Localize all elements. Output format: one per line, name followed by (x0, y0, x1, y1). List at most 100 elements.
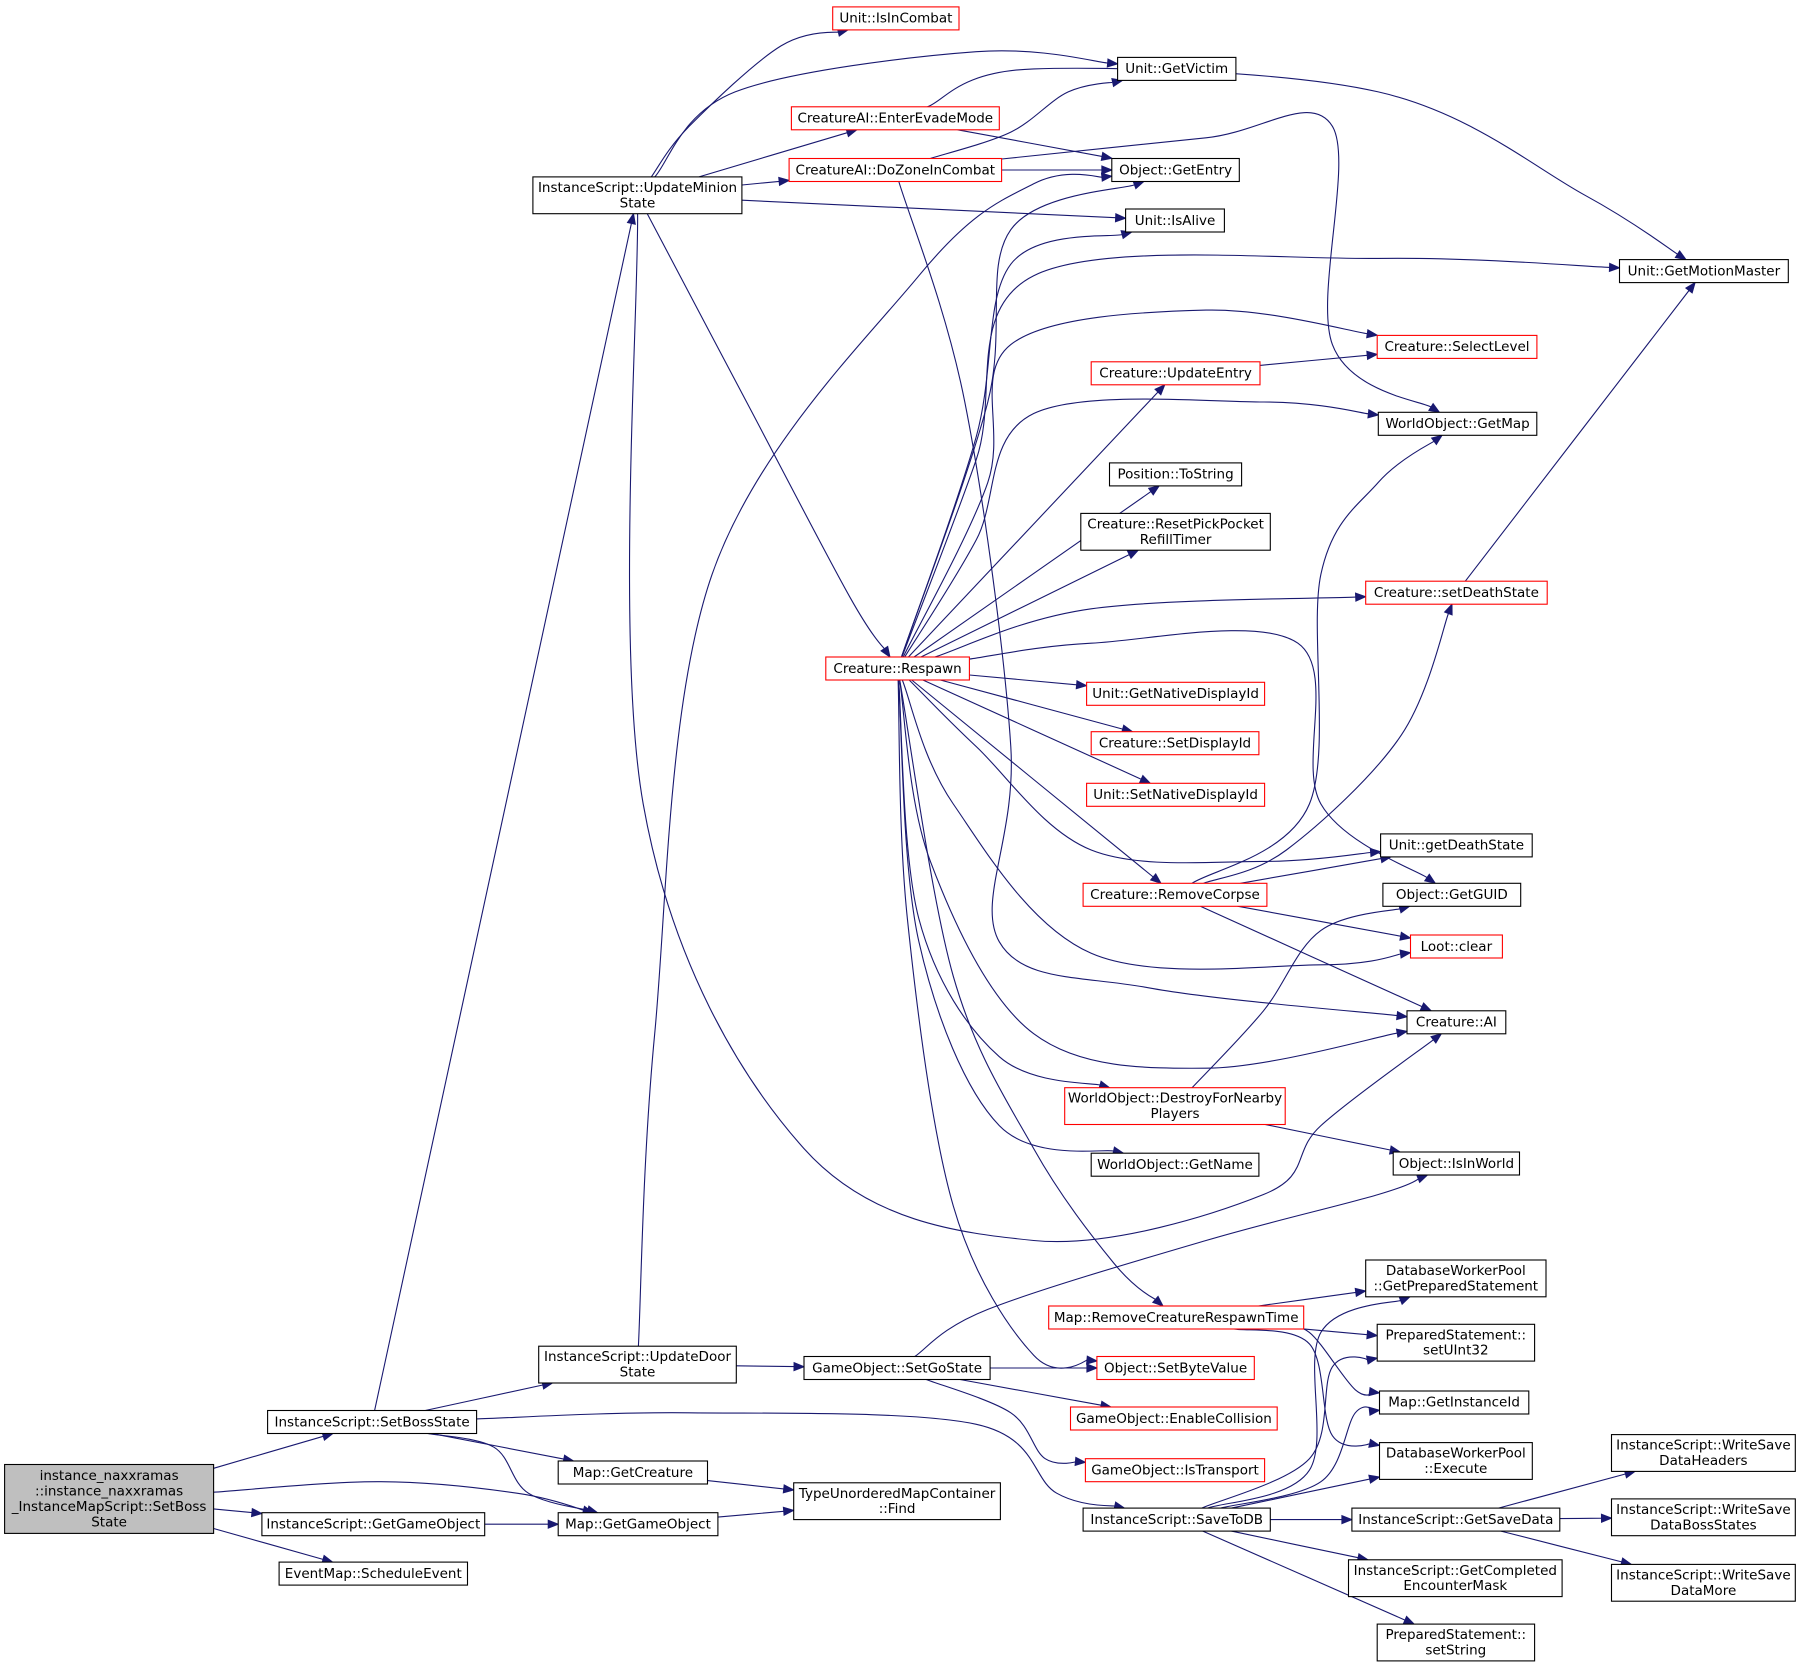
edge-saveToDB-to-getInstanceId (1220, 1406, 1381, 1509)
node-box (1610, 1434, 1796, 1472)
edge-line (899, 679, 1398, 1069)
edge-line (1231, 1530, 1359, 1559)
edge-setBossState-to-mapGetCreature (431, 1432, 575, 1464)
arrowhead-icon (793, 1361, 806, 1372)
node-getVictim[interactable]: Unit::GetVictim (1117, 56, 1237, 81)
node-setBossState[interactable]: InstanceScript::SetBossState (267, 1409, 478, 1435)
node-isAlive[interactable]: Unit::IsAlive (1125, 208, 1225, 233)
edge-saveToDB-to-execute (1231, 1474, 1381, 1509)
node-label: Loot::clear (1421, 939, 1493, 955)
edge-line (969, 674, 1077, 686)
edge-line (1303, 1328, 1368, 1336)
node-setDisplayId[interactable]: Creature::SetDisplayId (1090, 731, 1260, 756)
node-setNativeDisplayId[interactable]: Unit::SetNativeDisplayId (1086, 782, 1266, 807)
node-removeRespawnTime[interactable]: Map::RemoveCreatureRespawnTime (1048, 1305, 1305, 1330)
edge-line (920, 554, 1130, 658)
node-label: Creature::AI (1416, 1015, 1497, 1031)
node-box (1376, 334, 1538, 359)
node-box (557, 1512, 719, 1537)
node-scheduleEvent[interactable]: EventMap::ScheduleEvent (278, 1561, 469, 1586)
node-box (1378, 1390, 1530, 1415)
node-execute[interactable]: DatabaseWorkerPool::Execute (1378, 1442, 1533, 1480)
edge-respawn-to-destroyForNearby (898, 679, 1111, 1090)
node-getName[interactable]: WorldObject::GetName (1090, 1152, 1260, 1177)
arrowhead-icon (1415, 1174, 1429, 1184)
arrowhead-icon (626, 212, 636, 225)
edge-updateMinionState-to-getVictim (654, 50, 1119, 178)
node-setGoState[interactable]: GameObject::SetGoState (803, 1355, 991, 1381)
node-setString[interactable]: PreparedStatement::setString (1376, 1623, 1536, 1662)
edge-line (898, 181, 1398, 1017)
edge-line (717, 1510, 784, 1518)
node-isInWorld[interactable]: Object::IsInWorld (1392, 1151, 1521, 1176)
edge-removeRespawnTime-to-setUInt32 (1303, 1328, 1379, 1340)
node-getMap[interactable]: WorldObject::GetMap (1377, 411, 1538, 436)
node-saveToDB[interactable]: InstanceScript::SaveToDB (1082, 1507, 1271, 1532)
node-lootClear[interactable]: Loot::clear (1409, 934, 1503, 959)
node-box (1618, 259, 1789, 284)
node-label: Position::ToString (1118, 467, 1234, 483)
node-label: Unit::GetVictim (1125, 61, 1228, 77)
node-label: Unit::IsAlive (1135, 213, 1216, 229)
node-setDeathState[interactable]: Creature::setDeathState (1365, 580, 1548, 605)
node-toString[interactable]: Position::ToString (1108, 462, 1243, 487)
node-selectLevel[interactable]: Creature::SelectLevel (1376, 334, 1538, 359)
node-label: Map::GetCreature (573, 1465, 693, 1481)
node-root[interactable]: instance_naxxramas::instance_naxxramas_I… (4, 1463, 215, 1534)
node-find[interactable]: TypeUnorderedMapContainer::Find (793, 1482, 1001, 1521)
node-box (1084, 1458, 1266, 1483)
node-label: GameObject::IsTransport (1091, 1463, 1259, 1479)
node-label: Map::GetInstanceId (1388, 1395, 1520, 1411)
node-getDeathState[interactable]: Unit::getDeathState (1380, 833, 1533, 858)
node-isInCombat[interactable]: Unit::IsInCombat (832, 6, 960, 31)
node-label: PreparedStatement:: (1386, 1327, 1527, 1343)
node-respawn[interactable]: Creature::Respawn (825, 656, 970, 681)
node-doZoneInCombat[interactable]: CreatureAI::DoZoneInCombat (788, 157, 1003, 183)
node-box (1376, 1323, 1536, 1362)
node-getGameObjectIS[interactable]: InstanceScript::GetGameObject (261, 1512, 486, 1537)
node-getCompletedMask[interactable]: InstanceScript::GetCompletedEncounterMas… (1347, 1559, 1563, 1598)
node-getInstanceId[interactable]: Map::GetInstanceId (1378, 1390, 1530, 1415)
node-getSaveData[interactable]: InstanceScript::GetSaveData (1351, 1507, 1561, 1532)
node-label: WorldObject::DestroyForNearby (1068, 1091, 1282, 1107)
edge-line (914, 1178, 1419, 1357)
node-updateEntry[interactable]: Creature::UpdateEntry (1090, 361, 1261, 386)
edge-setGoState-to-isInWorld (914, 1174, 1429, 1357)
edge-saveToDB-to-getCompletedMask (1231, 1530, 1370, 1563)
edge-line (741, 180, 780, 186)
node-getGUID[interactable]: Object::GetGUID (1382, 882, 1522, 907)
edge-line (213, 1435, 324, 1469)
edge-line (1498, 1473, 1626, 1509)
node-creatureAI[interactable]: Creature::AI (1406, 1010, 1507, 1035)
edge-updateMinionState-to-doZoneInCombat (741, 176, 791, 187)
node-enableCollision[interactable]: GameObject::EnableCollision (1069, 1406, 1278, 1431)
arrowhead-icon (1147, 485, 1161, 496)
node-label: State (620, 1365, 656, 1381)
node-box (532, 176, 743, 215)
edge-updateDoorState-to-setGoState (736, 1361, 806, 1372)
node-isTransport[interactable]: GameObject::IsTransport (1084, 1458, 1266, 1483)
arrowhead-icon (1368, 1406, 1381, 1417)
node-getPreparedStatement[interactable]: DatabaseWorkerPool::GetPreparedStatement (1365, 1259, 1547, 1298)
node-mapGetCreature[interactable]: Map::GetCreature (557, 1460, 709, 1485)
node-getEntry[interactable]: Object::GetEntry (1111, 157, 1240, 183)
node-getMotionMaster[interactable]: Unit::GetMotionMaster (1618, 259, 1789, 284)
node-setByteValue[interactable]: Object::SetByteValue (1096, 1355, 1255, 1381)
edge-updateMinionState-to-isInCombat (650, 27, 850, 178)
node-removeCorpse[interactable]: Creature::RemoveCorpse (1082, 882, 1268, 907)
node-enterEvadeMode[interactable]: CreatureAI::EnterEvadeMode (790, 106, 1000, 131)
edge-line (1500, 1530, 1622, 1563)
node-mapGetGameObject[interactable]: Map::GetGameObject (557, 1512, 719, 1537)
node-setUInt32[interactable]: PreparedStatement::setUInt32 (1376, 1323, 1536, 1362)
node-getNativeDisplayId[interactable]: Unit::GetNativeDisplayId (1086, 681, 1266, 706)
node-box (261, 1512, 486, 1537)
arrowhead-icon (1366, 328, 1379, 339)
edge-line (969, 630, 1428, 879)
